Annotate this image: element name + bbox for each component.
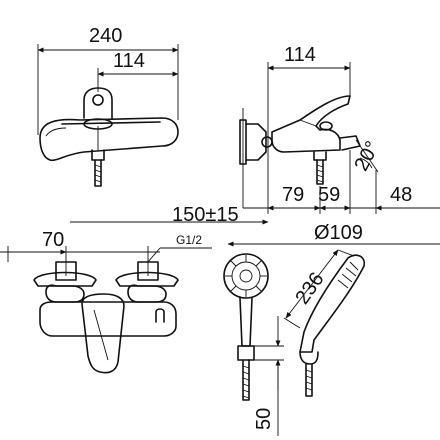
shower-view: Ø109 50 bbox=[223, 222, 440, 436]
top-handle bbox=[83, 87, 113, 119]
right-escutcheon bbox=[115, 271, 179, 287]
thread-label: G1/2 bbox=[176, 233, 202, 247]
dim-label-59: 59 bbox=[318, 184, 340, 206]
dim-label-114-top: 114 bbox=[113, 50, 145, 72]
dim-label-angle: 20° bbox=[350, 138, 384, 175]
side-body bbox=[271, 95, 351, 153]
dim-label-150: 150±15 bbox=[172, 204, 239, 226]
front-view: 70 G1/2 bbox=[0, 229, 212, 374]
dim-label-50: 50 bbox=[253, 408, 275, 430]
front-body bbox=[39, 301, 177, 337]
top-body bbox=[39, 117, 179, 162]
top-hose bbox=[94, 159, 102, 187]
dim-label-diameter: Ø109 bbox=[314, 222, 363, 244]
dim-label-70: 70 bbox=[42, 229, 64, 251]
shower-handle bbox=[239, 297, 253, 347]
front-lever bbox=[81, 293, 125, 374]
side-view: 114 20° 79 59 48 bbox=[239, 44, 440, 214]
center-distance-dimension: 150±15 bbox=[70, 204, 269, 226]
top-view: 240 114 bbox=[37, 25, 179, 187]
dim-label-240: 240 bbox=[89, 25, 122, 47]
dim-label-48: 48 bbox=[390, 184, 412, 206]
shower-head bbox=[223, 253, 269, 299]
dim-label-236: 236 bbox=[291, 268, 328, 308]
dim-label-114-side: 114 bbox=[284, 44, 316, 66]
diverter-knob bbox=[155, 308, 165, 323]
dim-label-79: 79 bbox=[282, 184, 304, 206]
wall-plate bbox=[239, 119, 247, 165]
left-escutcheon bbox=[33, 271, 97, 287]
